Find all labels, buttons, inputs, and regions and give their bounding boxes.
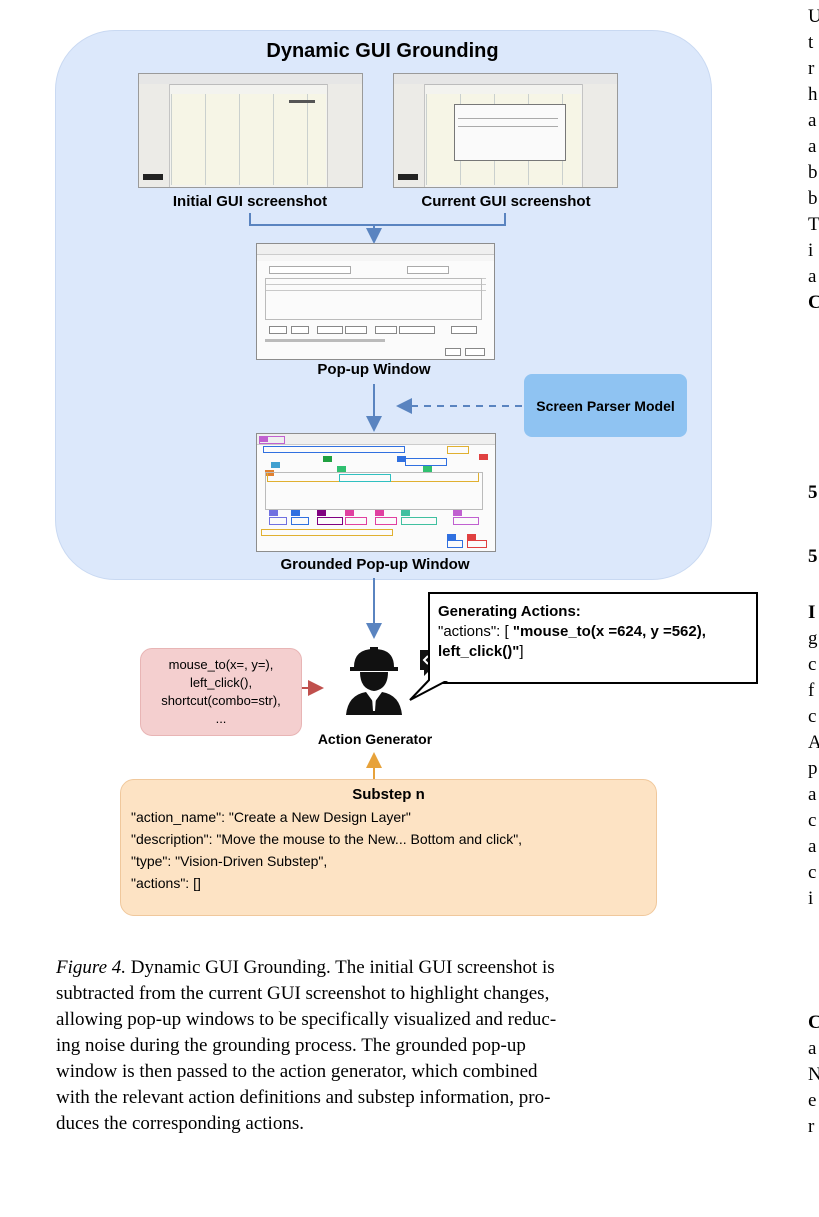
right-col-letter: c	[808, 706, 817, 727]
screen-parser-model-box: Screen Parser Model	[524, 374, 687, 437]
initial-screenshot-thumbnail	[138, 73, 363, 188]
right-col-section-5: 5	[808, 482, 818, 503]
right-col-subsection-5: 5	[808, 546, 818, 567]
connector-arrows	[249, 213, 522, 779]
right-col-letter: b	[808, 188, 818, 209]
right-col-letter: a	[808, 784, 817, 805]
speech-left-click: left_click()"	[438, 643, 520, 660]
right-col-letter: a	[808, 1038, 817, 1059]
speech-heading: Generating Actions:	[438, 603, 581, 620]
right-col-letter: C	[808, 1012, 819, 1033]
generating-actions-bubble: Generating Actions: "actions": [ "mouse_…	[428, 592, 758, 684]
caption-line-1: Dynamic GUI Grounding. The initial GUI s…	[126, 957, 555, 978]
right-col-letter: c	[808, 654, 817, 675]
caption-figure-number: Figure 4.	[56, 957, 127, 978]
grounded-popup-thumbnail	[256, 433, 496, 552]
right-col-letter: U	[808, 6, 819, 27]
caption-line-2: subtracted from the current GUI screensh…	[56, 983, 550, 1004]
popup-window-label: Pop-up Window	[317, 361, 431, 378]
right-col-letter: c	[808, 862, 817, 883]
substep-action-name: "action_name": "Create a New Design Laye…	[131, 809, 411, 825]
right-col-letter: t	[808, 32, 814, 53]
substep-box: Substep n "action_name": "Create a New D…	[120, 779, 657, 916]
right-col-letter: b	[808, 162, 818, 183]
substep-title: Substep n	[352, 786, 425, 803]
figure-caption: Figure 4. Dynamic GUI Grounding. The ini…	[56, 955, 762, 1137]
function-mouse-to: mouse_to(x=, y=),	[168, 657, 274, 672]
action-definitions-box: mouse_to(x=, y=), left_click(), shortcut…	[140, 648, 302, 736]
right-column-clipped-text: U t r h a a b b T i a C	[808, 4, 819, 316]
right-col-letter: p	[808, 758, 818, 779]
right-col-letter: a	[808, 136, 817, 157]
diagram-title: Dynamic GUI Grounding	[266, 40, 499, 62]
right-col-letter: C	[808, 292, 819, 313]
function-ellipsis: ...	[215, 711, 227, 726]
right-col-letter: c	[808, 810, 817, 831]
speech-prefix: "actions": [	[438, 623, 513, 640]
function-left-click: left_click(),	[189, 675, 253, 690]
caption-line-5: window is then passed to the action gene…	[56, 1061, 538, 1082]
speech-mouse-to: "mouse_to(x =624, y =562),	[512, 623, 706, 640]
caption-line-7: duces the corresponding actions.	[56, 1113, 304, 1134]
right-col-letter: h	[808, 84, 818, 105]
right-col-letter: i	[808, 240, 814, 261]
right-col-letter: a	[808, 266, 817, 287]
grounded-popup-label: Grounded Pop-up Window	[280, 556, 470, 573]
right-col-letter: T	[808, 214, 819, 235]
function-shortcut: shortcut(combo=str),	[161, 693, 281, 708]
action-generator-label: Action Generator	[317, 731, 433, 747]
right-col-letter: e	[808, 1090, 817, 1111]
substep-type: "type": "Vision-Driven Substep",	[131, 853, 328, 869]
speech-bubble-tail	[409, 676, 452, 701]
substep-description: "description": "Move the mouse to the Ne…	[131, 831, 523, 847]
caption-line-4: ing noise during the grounding process. …	[56, 1035, 526, 1056]
right-col-letter: a	[808, 836, 817, 857]
right-column-clipped-text-2: I g c f c A p a c a c i	[808, 600, 819, 912]
speech-suffix: ]	[519, 643, 524, 660]
current-screenshot-thumbnail	[393, 73, 618, 188]
caption-line-3: allowing pop-up windows to be specifical…	[56, 1009, 557, 1030]
right-col-letter: i	[808, 888, 814, 909]
current-screenshot-label: Current GUI screenshot	[421, 193, 591, 210]
right-col-letter: I	[808, 602, 816, 623]
merge-connector	[249, 213, 506, 226]
right-col-letter: a	[808, 110, 817, 131]
popup-window-thumbnail	[256, 243, 495, 360]
right-col-letter: f	[808, 680, 815, 701]
right-col-letter: r	[808, 58, 815, 79]
right-col-letter: g	[808, 628, 818, 649]
substep-actions: "actions": []	[131, 875, 201, 891]
right-col-letter: A	[808, 732, 819, 753]
right-col-letter: r	[808, 1116, 815, 1137]
worker-helmet-icon	[346, 647, 402, 715]
screen-parser-label: Screen Parser Model	[536, 397, 675, 414]
right-column-clipped-text-3: C a N e r	[808, 1010, 819, 1140]
initial-screenshot-label: Initial GUI screenshot	[172, 193, 328, 210]
caption-line-6: with the relevant action definitions and…	[56, 1087, 551, 1108]
right-col-letter: N	[808, 1064, 819, 1085]
